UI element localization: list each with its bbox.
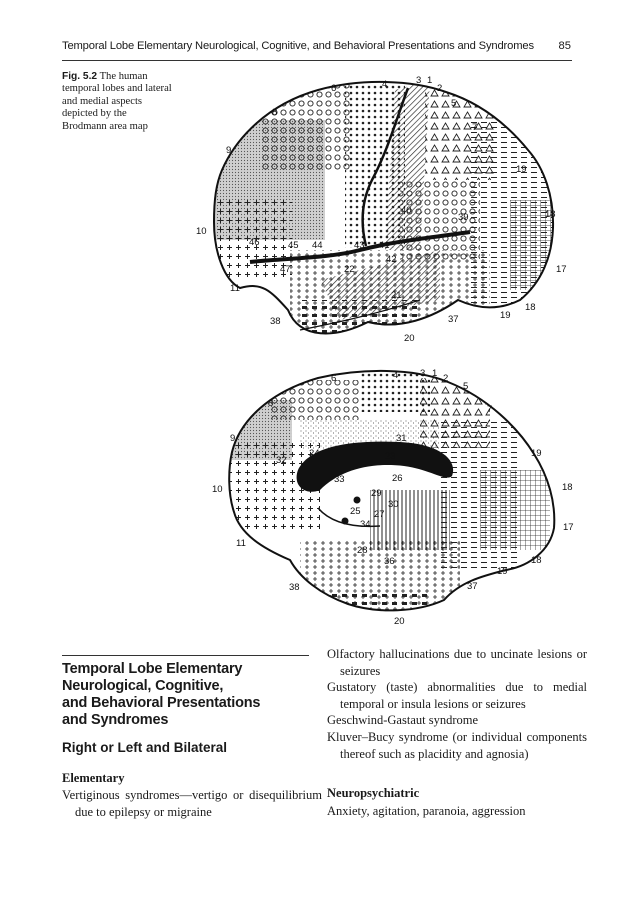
- lateral-label: 5: [451, 98, 456, 109]
- medial-label: 1: [432, 368, 437, 379]
- medial-label: 29: [371, 488, 382, 499]
- lateral-label: 22: [344, 264, 355, 275]
- medial-label: 6: [331, 373, 336, 384]
- medial-label: 19: [497, 566, 508, 577]
- medial-label: 31: [396, 433, 407, 444]
- medial-label: 3: [420, 368, 425, 379]
- lateral-label: 40: [401, 205, 412, 216]
- elementary-heading: Elementary: [62, 771, 125, 785]
- section-title-line: Temporal Lobe Elementary: [62, 661, 243, 677]
- medial-area-labels: 6 4 3 1 2 5 8 7 9 32 31 24 23 19 33 26 1…: [212, 368, 574, 627]
- running-head: Temporal Lobe Elementary Neurological, C…: [62, 40, 534, 52]
- lateral-brain-diagram: [212, 81, 555, 335]
- medial-label: 18: [562, 482, 573, 493]
- lateral-label: 19: [500, 310, 511, 321]
- lateral-label: 8: [272, 107, 277, 118]
- figure-caption-text: The human temporal lobes and lateral and…: [62, 71, 172, 132]
- medial-label: 5: [463, 381, 468, 392]
- list-item: Olfactory hallucinations due to uncinate…: [327, 647, 587, 678]
- list-item: Kluver–Bucy syndrome (or individual comp…: [327, 730, 587, 761]
- lateral-label: 18: [545, 209, 556, 220]
- section-subtitle: Right or Left and Bilateral: [62, 740, 228, 755]
- lateral-label: 46: [249, 237, 260, 248]
- lateral-label: 47: [280, 264, 291, 275]
- medial-label: 28: [357, 545, 368, 556]
- medial-label: 36: [384, 556, 395, 567]
- lateral-label: 38: [270, 316, 281, 327]
- medial-label: 30: [388, 499, 399, 510]
- figure-caption: Fig. 5.2 The human temporal lobes and la…: [62, 71, 174, 133]
- lateral-area-labels: 6 4 3 1 2 5 8 7 9 19 40 39 18 10 45 44 4…: [196, 75, 567, 344]
- medial-label: 9: [230, 433, 235, 444]
- lateral-label: 41: [379, 240, 390, 251]
- lateral-label: 17: [556, 264, 567, 275]
- list-item: Gustatory (taste) abnormalities due to m…: [327, 680, 587, 711]
- medial-label: 33: [334, 474, 345, 485]
- section-title-line: Neurological, Cognitive,: [62, 678, 224, 694]
- lateral-label: 43: [354, 240, 365, 251]
- lateral-label: 11: [230, 283, 240, 294]
- lateral-label: 4: [382, 79, 387, 90]
- lateral-label: 9: [226, 145, 231, 156]
- medial-label: 18: [531, 555, 542, 566]
- lateral-label: 2: [437, 83, 442, 94]
- brodmann-figure: 6 4 3 1 2 5 8 7 9 19 40 39 18 10 45 44 4…: [196, 75, 574, 627]
- medial-label: 25: [350, 506, 361, 517]
- page-number: 85: [558, 40, 571, 52]
- medial-label: 34: [360, 519, 371, 530]
- lateral-label: 44: [312, 240, 323, 251]
- section-title: Temporal Lobe Elementary Neurological, C…: [62, 661, 312, 729]
- medial-label: 10: [212, 484, 223, 495]
- medial-label: 27: [374, 509, 385, 520]
- list-item: Anxiety, agitation, paranoia, aggression: [327, 804, 526, 818]
- header-rule: [62, 60, 572, 61]
- medial-label: 37: [467, 581, 478, 592]
- medial-label: 20: [394, 616, 405, 627]
- lateral-label: 39: [458, 212, 469, 223]
- list-item: Vertiginous syndromes—vertigo or disequi…: [62, 788, 322, 819]
- lateral-label: 37: [448, 314, 459, 325]
- lateral-label: 3: [416, 75, 421, 86]
- medial-label: 17: [563, 522, 574, 533]
- medial-label: 2: [443, 373, 448, 384]
- medial-label: 24: [309, 448, 320, 459]
- section-title-line: and Syndromes: [62, 712, 169, 728]
- medial-label: 11: [236, 538, 246, 549]
- medial-label: 32: [276, 455, 287, 466]
- medial-label: 38: [289, 582, 300, 593]
- lateral-label: 7: [472, 122, 477, 133]
- neuropsychiatric-heading: Neuropsychiatric: [327, 786, 420, 800]
- medial-label: 8: [268, 398, 273, 409]
- lateral-label: 21: [391, 290, 402, 301]
- lateral-label: 20: [404, 333, 415, 344]
- lateral-label: 42: [386, 254, 397, 265]
- medial-label: 4: [393, 370, 398, 381]
- lateral-label: 19: [516, 164, 527, 175]
- lateral-label: 6: [331, 83, 336, 94]
- lateral-label: 18: [525, 302, 536, 313]
- section-title-line: and Behavioral Presentations: [62, 695, 261, 711]
- medial-label: 23: [385, 451, 396, 462]
- medial-label: 19: [531, 448, 542, 459]
- list-item: Geschwind-Gastaut syndrome: [327, 713, 479, 727]
- section-rule: [62, 655, 309, 656]
- lateral-label: 10: [196, 226, 207, 237]
- lateral-label: 1: [427, 75, 432, 86]
- medial-label: 26: [392, 473, 403, 484]
- figure-label: Fig. 5.2: [62, 71, 98, 82]
- lateral-label: 45: [288, 240, 299, 251]
- medial-label: 7: [487, 404, 492, 415]
